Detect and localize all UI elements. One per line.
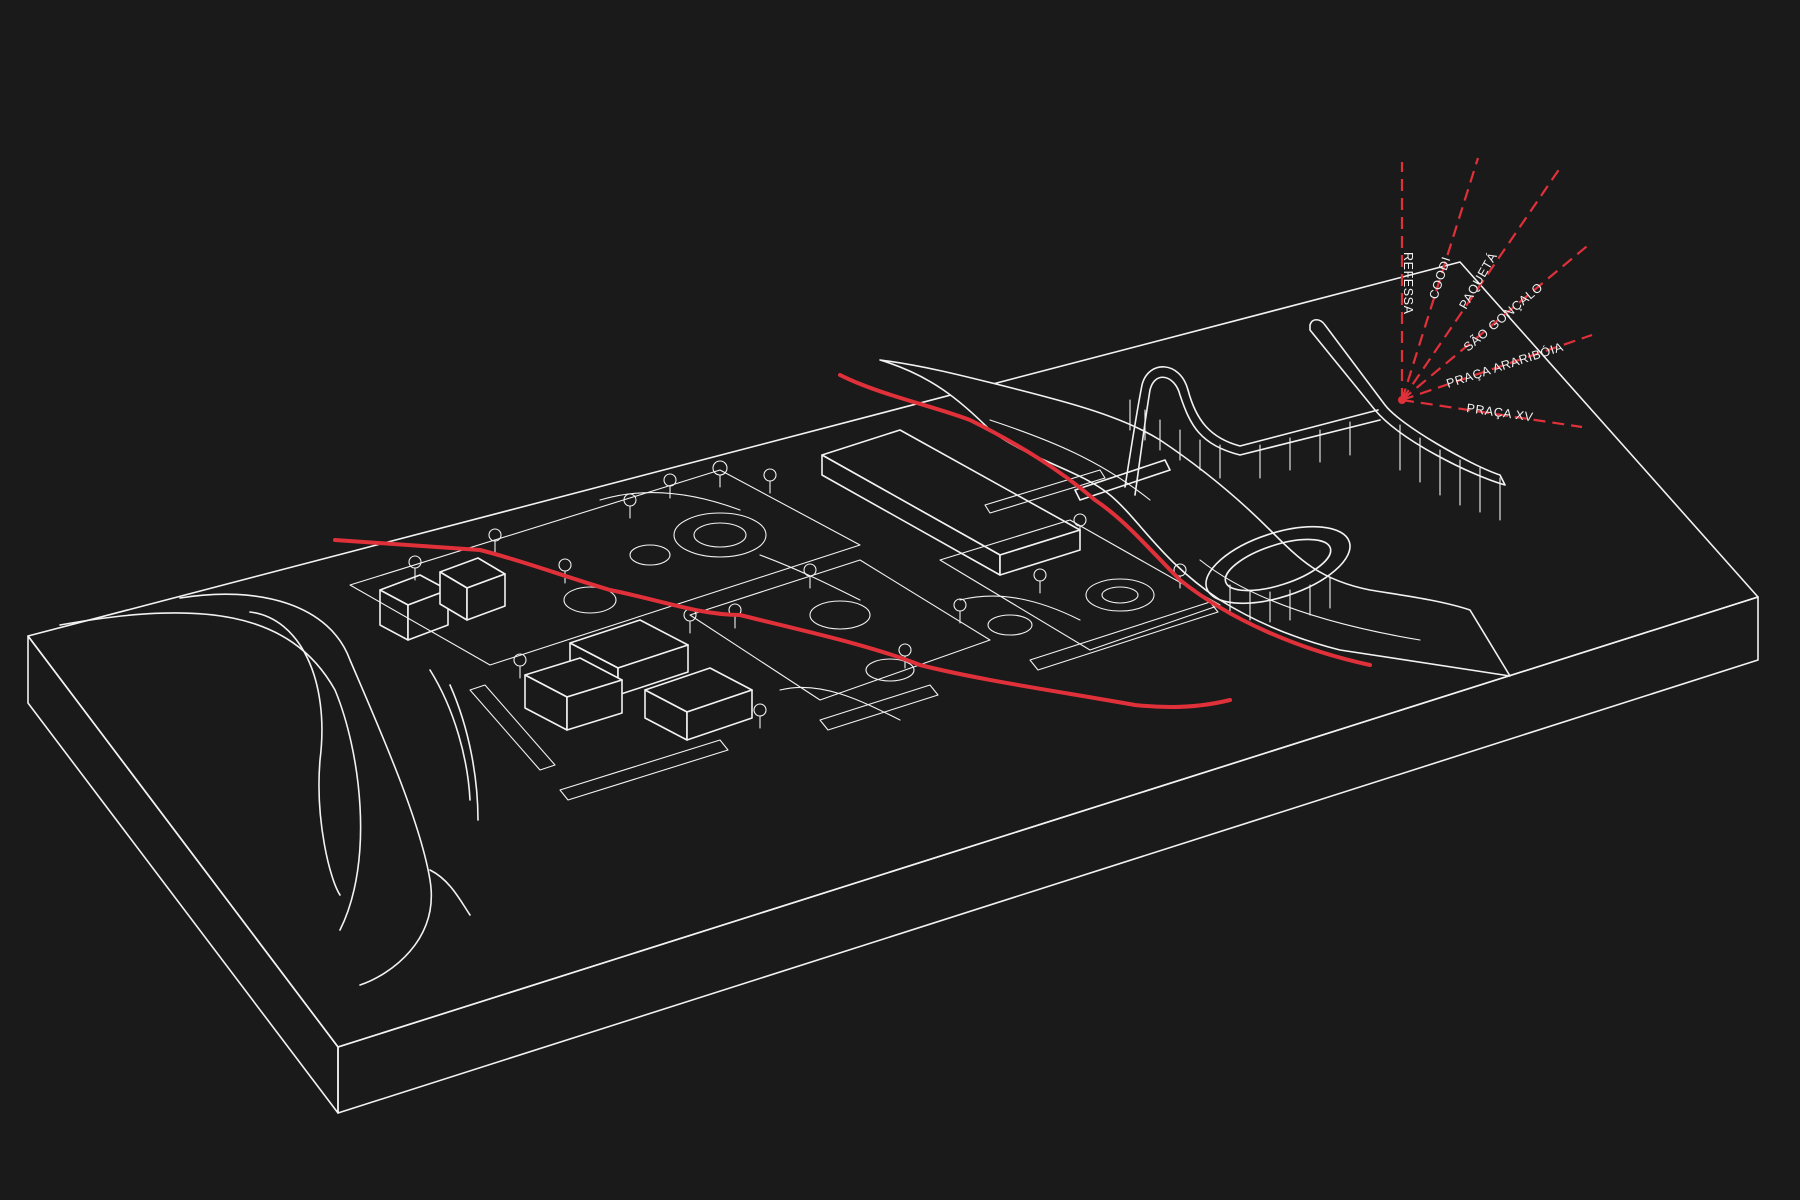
tree: [623, 493, 637, 519]
plaza-ring-5b: [1101, 586, 1139, 604]
park-path-3: [779, 686, 901, 721]
tree: [683, 608, 697, 634]
tree: [753, 703, 767, 729]
hill-ridge: [879, 359, 1511, 677]
plaza-ring-7: [865, 658, 915, 682]
park-zone-3: [939, 519, 1221, 651]
left-terrain: [59, 593, 479, 986]
label-refessa: REFESSA: [1401, 252, 1415, 315]
elevated-walkway: [1074, 318, 1506, 623]
park-details: [349, 469, 1221, 801]
zigzag-strip: [469, 684, 556, 771]
connection-lines: [333, 373, 1372, 710]
ray-origin-point: [1398, 396, 1406, 404]
plaza-ring-6: [987, 614, 1033, 636]
slab-front-face: [337, 596, 1759, 1114]
park-path-1: [599, 492, 741, 511]
trees: [408, 460, 1187, 729]
plaza-ring-3: [563, 586, 617, 614]
hill-contour-1: [989, 419, 1151, 501]
block-a-front: [407, 589, 449, 641]
park-path-4: [959, 595, 1081, 621]
tree: [763, 468, 777, 494]
ray-paqueta: [1401, 167, 1561, 401]
tree: [712, 460, 728, 488]
ray-praca-arariboia: [1401, 333, 1593, 402]
pier-arm: [1309, 318, 1506, 486]
plaza-ring-5: [1085, 578, 1155, 612]
tree: [1033, 568, 1047, 594]
plaza-ring-1b: [693, 522, 747, 548]
park-zone-1: [349, 469, 861, 666]
walkway-piles: [1129, 399, 1351, 479]
tree: [408, 555, 422, 581]
red-route-2: [333, 538, 1232, 710]
terrain-path-3: [429, 869, 471, 916]
hill-contour-2: [1199, 559, 1421, 641]
left-buildings: [379, 557, 753, 741]
block-e-front: [686, 689, 753, 741]
tree: [953, 598, 967, 624]
terrain-path-1: [429, 669, 471, 801]
ray-sao-goncalo: [1401, 241, 1593, 401]
right-hill: [879, 359, 1511, 677]
viewpoint-loop-outer: [1205, 525, 1351, 605]
tree: [663, 473, 677, 499]
tree: [513, 653, 527, 679]
main-building: [821, 429, 1081, 576]
label-praca-xv: PRAÇA XV: [1466, 401, 1535, 424]
destination-labels: REFESSA COODI PAQUETÁ SÃO GONÇALO PRAÇA …: [1401, 249, 1565, 424]
walkway-rail-outer: [1134, 376, 1381, 496]
label-coodi: COODI: [1427, 255, 1454, 301]
terrain-path-2: [449, 684, 479, 821]
block-d-front: [566, 679, 623, 731]
main-building-end: [999, 529, 1081, 576]
ray-praca-xv: [1401, 398, 1583, 429]
bench-row-1: [559, 739, 729, 801]
block-b-front: [466, 573, 506, 621]
bridge-deck: [1074, 459, 1171, 501]
site-slab: [27, 261, 1759, 1114]
plaza-ring-4: [809, 600, 871, 630]
walkway-rail-inner: [1124, 366, 1379, 488]
bench-row-2: [819, 684, 939, 731]
bench-row-3: [1029, 601, 1219, 671]
park-zone-2: [689, 559, 991, 701]
label-paqueta: PAQUETÁ: [1456, 249, 1501, 311]
walkway-1: [984, 469, 1106, 514]
park-path-2: [759, 554, 861, 601]
ray-coodi: [1400, 157, 1480, 401]
plaza-ring-2: [629, 544, 671, 566]
plaza-ring-1: [673, 512, 767, 558]
red-route-1: [838, 373, 1372, 667]
viewpoint-loop-inner: [1224, 538, 1332, 592]
pier-piles: [1399, 424, 1501, 521]
tree: [558, 558, 572, 584]
destination-rays: [1398, 157, 1593, 429]
tree: [803, 563, 817, 589]
terrain-contour-3: [249, 611, 341, 896]
slab-left-face: [27, 635, 339, 1114]
tree: [488, 528, 502, 554]
loop-piles: [1229, 577, 1331, 623]
terrain-contour-2: [179, 593, 433, 986]
terrain-contour-1: [59, 612, 362, 931]
tree: [1073, 513, 1087, 539]
